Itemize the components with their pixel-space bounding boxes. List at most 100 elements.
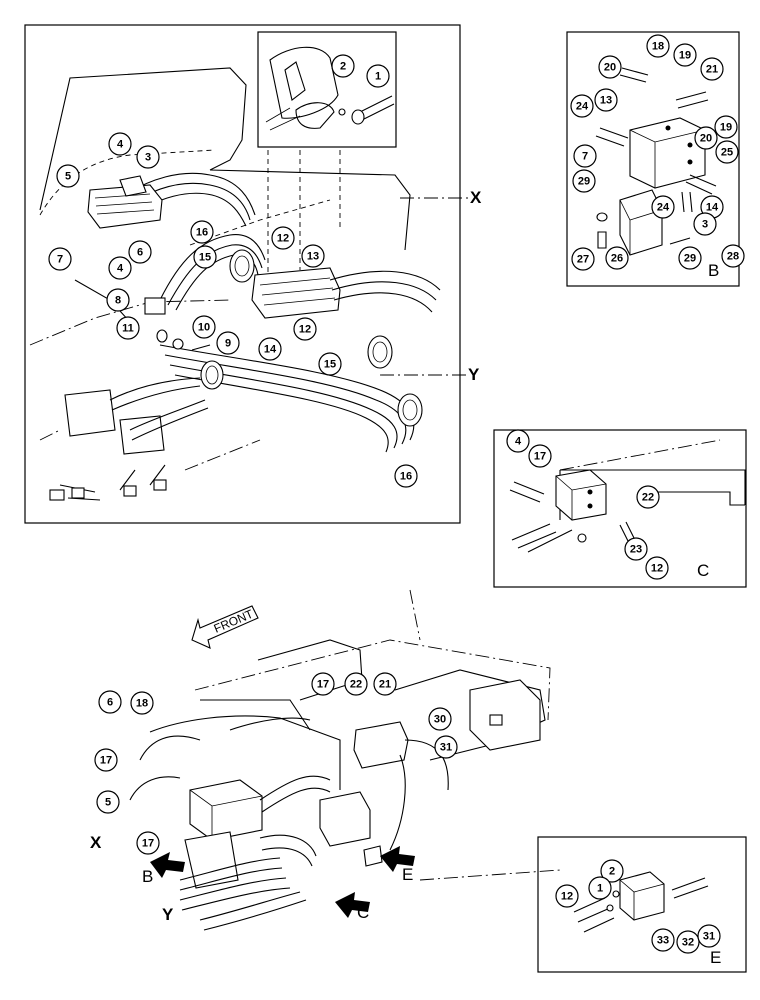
front-arrow: FRONT — [191, 605, 259, 649]
callout-number: 17 — [317, 679, 329, 691]
callout-circle — [116, 316, 140, 340]
callout-number: 3 — [702, 219, 708, 231]
callout-b-14: 27 — [571, 247, 595, 271]
callout-circle — [344, 672, 368, 696]
callout-b-5: 13 — [594, 88, 618, 112]
callout-main-18: 15 — [318, 352, 342, 376]
callout-e-5: 31 — [697, 924, 721, 948]
callout-number: 20 — [604, 62, 616, 74]
callout-number: 29 — [684, 253, 696, 265]
callout-number: 2 — [609, 866, 615, 878]
callout-b-4: 24 — [570, 94, 594, 118]
callout-number: 17 — [142, 838, 154, 850]
callout-circle — [715, 140, 739, 164]
callout-circle — [94, 748, 118, 772]
callout-circle — [394, 464, 418, 488]
callout-c-0: 4 — [506, 429, 530, 453]
callout-number: 15 — [324, 359, 336, 371]
bottom-view: FRONT X Y B C E — [90, 589, 561, 931]
callout-main-11: 13 — [301, 244, 325, 268]
callout-b-16: 29 — [678, 246, 702, 270]
callout-main-13: 11 — [116, 316, 140, 340]
callout-number: 31 — [703, 931, 715, 943]
callout-main-16: 14 — [258, 337, 282, 361]
callout-number: 4 — [515, 436, 522, 448]
callout-circle — [572, 169, 596, 193]
callout-circle — [190, 220, 214, 244]
callout-number: 12 — [299, 324, 311, 336]
callout-circle — [56, 164, 80, 188]
callout-number: 11 — [122, 323, 134, 335]
callout-number: 4 — [117, 139, 124, 151]
callout-number: 25 — [721, 147, 733, 159]
callout-bottom-1: 22 — [344, 672, 368, 696]
callout-circle — [318, 352, 342, 376]
callout-main-2: 3 — [136, 145, 160, 169]
callout-circle — [301, 244, 325, 268]
callout-circle — [673, 43, 697, 67]
callout-b-1: 19 — [673, 43, 697, 67]
callout-circle — [128, 240, 152, 264]
callout-number: 5 — [105, 797, 111, 809]
callout-main-7: 4 — [108, 256, 132, 280]
callout-number: 13 — [307, 251, 319, 263]
callout-number: 19 — [679, 50, 691, 62]
callout-circle — [694, 126, 718, 150]
callout-number: 7 — [582, 151, 588, 163]
callout-b-6: 19 — [714, 115, 738, 139]
callout-number: 31 — [440, 742, 452, 754]
callout-number: 9 — [225, 338, 231, 350]
callout-main-10: 12 — [271, 226, 295, 250]
callout-number: 12 — [277, 233, 289, 245]
callout-circle — [646, 34, 670, 58]
callout-number: 28 — [727, 251, 739, 263]
view-label-b-arrow: B — [142, 867, 153, 886]
callout-number: 16 — [196, 227, 208, 239]
callout-bottom-5: 6 — [98, 690, 122, 714]
callout-number: 33 — [657, 935, 669, 947]
callout-b-0: 18 — [646, 34, 670, 58]
callout-b-13: 3 — [693, 212, 717, 236]
callout-e-1: 1 — [588, 876, 612, 900]
callout-number: 32 — [682, 937, 694, 949]
callout-number: 13 — [600, 95, 612, 107]
main-view: X Y — [24, 24, 482, 524]
callout-e-4: 32 — [676, 930, 700, 954]
callout-number: 4 — [117, 263, 124, 275]
callout-circle — [192, 315, 216, 339]
callout-circle — [693, 212, 717, 236]
callout-circle — [570, 94, 594, 118]
callout-b-9: 25 — [715, 140, 739, 164]
view-label-e-arrow: E — [402, 865, 413, 884]
callout-number: 22 — [350, 679, 362, 691]
callout-circle — [434, 735, 458, 759]
callout-number: 19 — [720, 122, 732, 134]
callout-number: 18 — [136, 698, 148, 710]
callout-number: 26 — [611, 253, 623, 265]
callout-main-17: 12 — [293, 317, 317, 341]
callout-circle — [588, 876, 612, 900]
callout-circle — [136, 831, 160, 855]
callout-circle — [678, 246, 702, 270]
callout-bottom-9: 17 — [136, 831, 160, 855]
callout-number: 27 — [577, 254, 589, 266]
callout-circle — [48, 247, 72, 271]
detail-b: B — [566, 31, 740, 287]
callout-circle — [106, 288, 130, 312]
callout-circle — [271, 226, 295, 250]
callout-circle — [714, 115, 738, 139]
callout-number: 23 — [630, 544, 642, 556]
callout-circle — [216, 331, 240, 355]
callout-circle — [605, 246, 629, 270]
callout-circle — [636, 485, 660, 509]
callout-number: 20 — [700, 133, 712, 145]
callout-circle — [700, 57, 724, 81]
callout-b-8: 7 — [573, 144, 597, 168]
callout-number: 10 — [198, 322, 210, 334]
callout-circle — [598, 55, 622, 79]
callout-circle — [594, 88, 618, 112]
callout-number: 21 — [706, 64, 718, 76]
callout-circle — [721, 244, 745, 268]
callout-number: 12 — [651, 563, 663, 575]
